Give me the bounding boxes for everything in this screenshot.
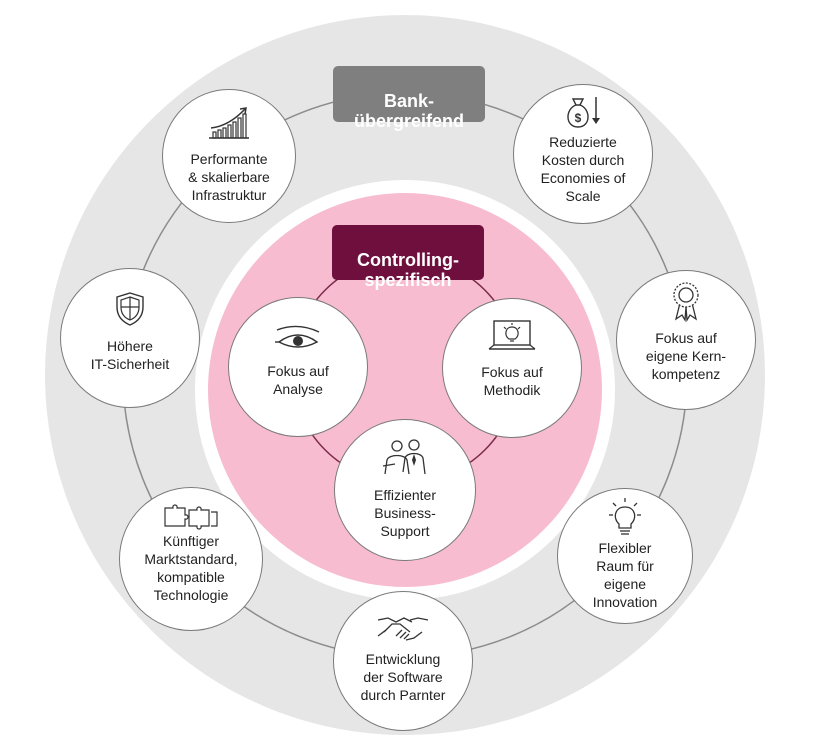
controlling-tag-label: Controlling- spezifisch bbox=[357, 250, 459, 290]
inner-node-business-support: Effizienter Business- Support bbox=[334, 419, 476, 561]
lightbulb-icon bbox=[609, 498, 641, 535]
money-bag-down-arrow-icon: $ bbox=[567, 97, 600, 128]
outer-node-innovation: Flexibler Raum für eigene Innovation bbox=[557, 488, 693, 624]
controlling-tag: Controlling- spezifisch bbox=[332, 225, 484, 290]
svg-text:$: $ bbox=[575, 111, 582, 125]
outer-node-label: Fokus auf eigene Kern- kompetenz bbox=[645, 330, 727, 382]
handshake-icon bbox=[377, 617, 429, 641]
outer-node-partner: Entwicklung der Software durch Parnter bbox=[333, 591, 473, 731]
puzzle-pieces-icon bbox=[164, 504, 218, 530]
eye-icon bbox=[275, 325, 320, 348]
inner-node-label: Effizienter Business- Support bbox=[374, 487, 436, 539]
inner-node-methodology: Fokus auf Methodik bbox=[442, 298, 582, 438]
outer-node-label: Reduzierte Kosten durch Economies of Sca… bbox=[540, 134, 626, 204]
inner-node-analysis: Fokus auf Analyse bbox=[228, 297, 368, 437]
bank-tag: Bank- übergreifend bbox=[333, 66, 485, 131]
outer-node-label: Künftiger Marktstandard, kompatible Tech… bbox=[144, 533, 238, 603]
outer-node-label: Höhere IT-Sicherheit bbox=[90, 338, 170, 372]
inner-node-label: Fokus auf Analyse bbox=[267, 363, 329, 397]
shield-icon bbox=[116, 292, 144, 326]
award-ribbon-icon bbox=[673, 282, 699, 323]
outer-node-infrastructure: Performante & skalierbare Infrastruktur bbox=[162, 89, 296, 223]
laptop-bulb-icon bbox=[488, 320, 536, 350]
outer-node-core-competence: Fokus auf eigene Kern- kompetenz bbox=[616, 270, 756, 410]
outer-node-security: Höhere IT-Sicherheit bbox=[60, 268, 200, 408]
outer-node-label: Flexibler Raum für eigene Innovation bbox=[592, 540, 658, 610]
outer-node-technology: Künftiger Marktstandard, kompatible Tech… bbox=[119, 487, 263, 631]
outer-node-label: Entwicklung der Software durch Parnter bbox=[360, 651, 446, 703]
inner-node-label: Fokus auf Methodik bbox=[481, 364, 543, 398]
outer-node-costs: $ Reduzierte Kosten durch Economies of S… bbox=[513, 84, 653, 224]
inner-disc bbox=[208, 193, 602, 587]
outer-node-label: Performante & skalierbare Infrastruktur bbox=[188, 151, 270, 203]
business-people-icon bbox=[382, 439, 426, 475]
bank-tag-label: Bank- übergreifend bbox=[353, 91, 464, 131]
growth-chart-icon bbox=[209, 107, 249, 139]
